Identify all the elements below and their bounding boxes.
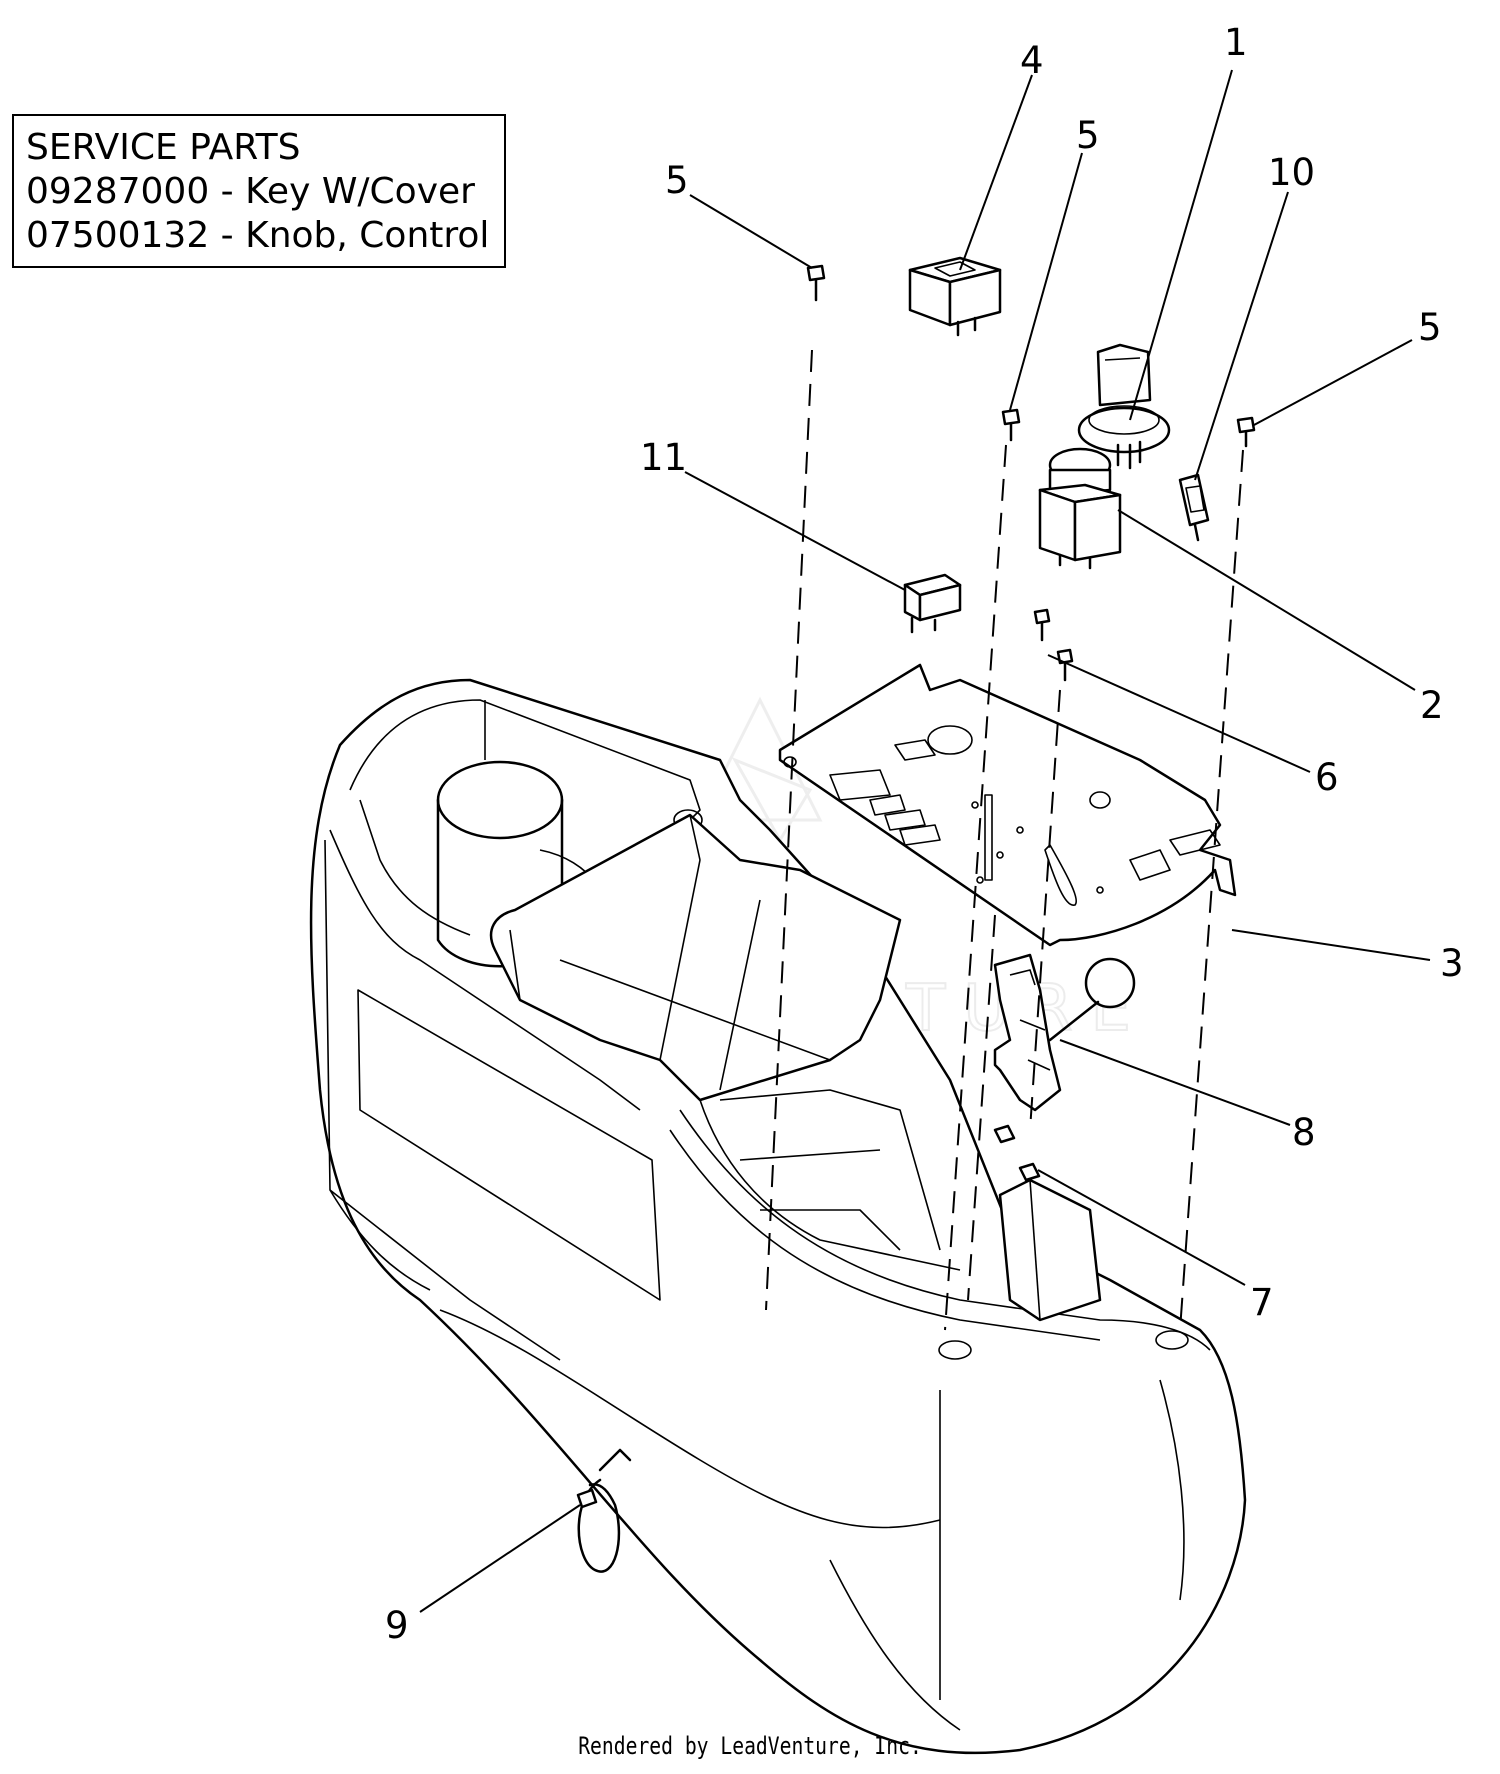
service-parts-box: SERVICE PARTS 09287000 - Key W/Cover 075… xyxy=(12,114,506,268)
footer-credit: Rendered by LeadVenture, Inc. xyxy=(578,1732,922,1760)
callout-11: 11 xyxy=(640,436,687,479)
leader-lines xyxy=(419,69,1431,1613)
callout-5c: 5 xyxy=(1418,306,1442,349)
callout-1: 1 xyxy=(1224,21,1248,64)
callout-10: 10 xyxy=(1268,151,1315,194)
mounting-plate xyxy=(778,663,1237,947)
callout-7: 7 xyxy=(1250,1281,1274,1324)
clip-part-10 xyxy=(1178,473,1210,542)
cable-tie-part-9 xyxy=(576,1448,632,1573)
service-part-key: 09287000 - Key W/Cover xyxy=(26,171,475,212)
screw-part-6 xyxy=(1033,608,1074,682)
callout-5a: 5 xyxy=(665,159,689,202)
callout-2: 2 xyxy=(1420,684,1444,727)
screw-part-5b xyxy=(1001,408,1021,442)
console-housing xyxy=(309,678,1247,1755)
callout-3: 3 xyxy=(1440,942,1464,985)
ignition-switch-part-1 xyxy=(1077,343,1171,470)
callout-9: 9 xyxy=(385,1604,409,1647)
callout-4: 4 xyxy=(1020,39,1044,82)
rocker-switch-part-11 xyxy=(903,573,962,634)
throttle-control-part-8 xyxy=(993,953,1136,1112)
screw-part-5c xyxy=(1236,416,1256,448)
nut-part-7 xyxy=(993,1124,1041,1182)
service-parts-heading: SERVICE PARTS xyxy=(26,127,301,168)
pto-switch-part-2 xyxy=(1038,447,1122,570)
service-part-knob: 07500132 - Knob, Control xyxy=(26,215,490,256)
rocker-switch-part-4 xyxy=(908,256,1002,337)
assembly-lines xyxy=(765,349,1244,1331)
screw-part-5a xyxy=(806,264,826,302)
callout-6: 6 xyxy=(1315,756,1339,799)
callout-5b: 5 xyxy=(1076,114,1100,157)
callout-8: 8 xyxy=(1292,1111,1316,1154)
